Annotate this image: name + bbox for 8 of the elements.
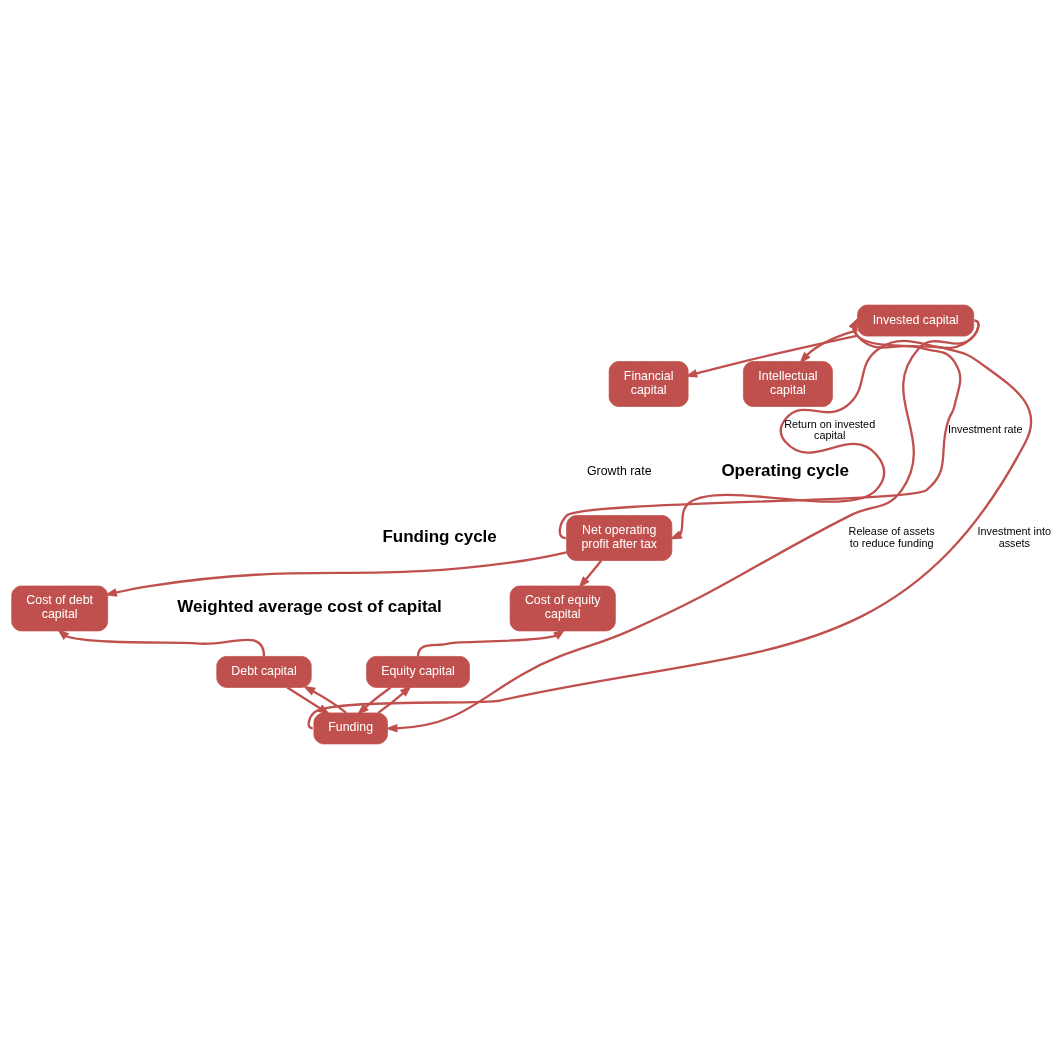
label: Funding cycle (382, 526, 497, 546)
edge-label: Investment into assets (977, 525, 1052, 549)
edge-label: Return on invested capital (784, 417, 876, 442)
node-label: Growth rate (586, 464, 652, 479)
edge-label: Release of assets to reduce funding (848, 525, 935, 549)
label: Operating cycle (721, 460, 850, 480)
edge-label: Investment rate (947, 423, 1023, 436)
label: Weighted average cost of capital (177, 597, 442, 617)
